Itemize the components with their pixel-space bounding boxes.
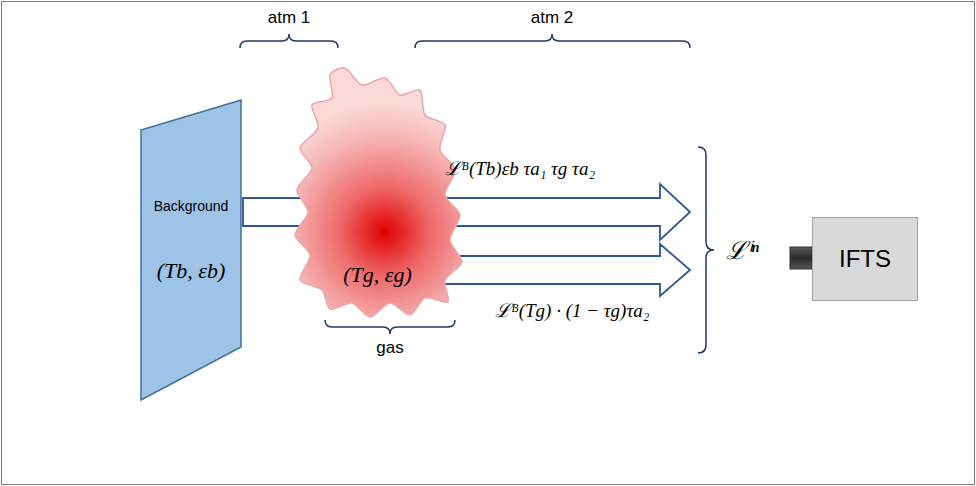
node-title: Background (140, 198, 242, 214)
region-label: atm 1 (268, 8, 311, 28)
total-radiance-label: ℒⁱⁿ (726, 236, 759, 266)
camera-lens (790, 247, 813, 269)
background-shape (140, 98, 242, 402)
node-title: IFTS (839, 245, 891, 273)
region-label: gas (376, 338, 403, 358)
state-label: (Tb, εb) (140, 258, 242, 284)
background-parallelogram (141, 100, 241, 400)
region-label: atm 2 (531, 8, 574, 28)
atm2-brace (415, 34, 690, 48)
atm1-brace (240, 34, 338, 48)
background-surface: Background (Tb, εb) (140, 98, 242, 402)
gas-cloud: (Tg, εg) (290, 62, 465, 322)
gas-brace (325, 320, 455, 334)
ifts-instrument: IFTS (812, 217, 918, 301)
sum-brace (698, 147, 714, 353)
gas-radiance-arrow (432, 244, 690, 296)
radiance-formula: ℒᴮ(Tg) · (1 − τg)τa₂ (495, 300, 650, 323)
radiance-formula: ℒᴮ(Tb)εb τa₁ τg τa₂ (445, 158, 595, 181)
state-label: (Tg, εg) (290, 262, 465, 288)
